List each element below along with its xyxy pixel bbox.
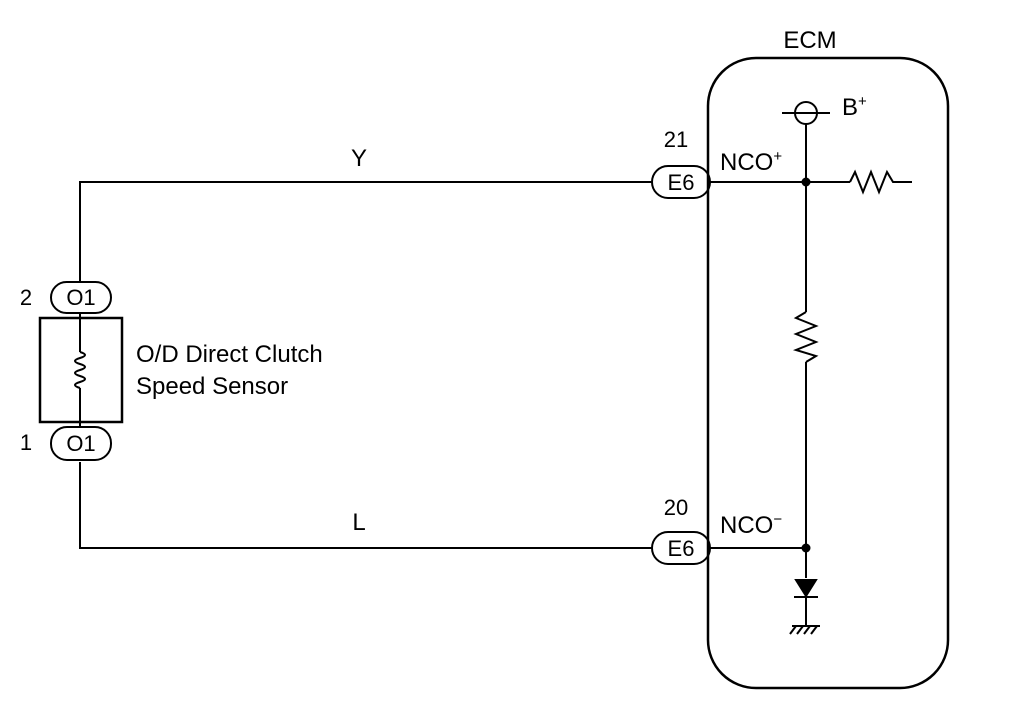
wire-lower-color-label: L (352, 509, 365, 536)
sensor-connector-pin-1: O1 (50, 426, 112, 461)
diode-icon (794, 579, 818, 626)
junction-dot-top (801, 177, 811, 187)
nco-minus-label: NCO− (720, 511, 782, 539)
wire-lower (79, 462, 652, 549)
nco-plus-label: NCO+ (720, 148, 782, 176)
ecm-connector-pin-20-label: E6 (668, 536, 695, 561)
b-plus-label: B+ (842, 93, 867, 121)
sensor-pin-2-number: 2 (20, 285, 32, 310)
b-plus-sign: + (858, 93, 867, 110)
nco-plus-sign: + (773, 148, 782, 165)
sensor-connector-pin-2: O1 (50, 281, 112, 314)
sensor-connector-pin-2-label: O1 (66, 285, 95, 310)
ecm-title: ECM (783, 27, 836, 54)
ground-icon (789, 625, 820, 635)
ecm-connector-pin-21-label: E6 (668, 170, 695, 195)
ecm-pin-21-number: 21 (664, 127, 688, 152)
resistor-vertical-icon (792, 311, 819, 363)
junction-dot-bottom (801, 543, 811, 553)
ecm-connector-pin-20: E6 (651, 531, 711, 565)
ecm-connector-pin-21: E6 (651, 165, 711, 199)
wire-upper (79, 181, 652, 282)
sensor-label-line2: Speed Sensor (136, 373, 288, 400)
sensor-connector-pin-1-label: O1 (66, 431, 95, 456)
nco-plus-name: NCO (720, 149, 773, 176)
sensor-pin-1-number: 1 (20, 430, 32, 455)
nco-minus-sign: − (773, 511, 782, 528)
sensor-label-line1: O/D Direct Clutch (136, 341, 323, 368)
sensor-coil-icon (74, 351, 86, 389)
b-plus-base: B (842, 94, 858, 121)
ecm-box (706, 56, 950, 690)
b-plus-terminal-icon (782, 101, 830, 125)
nco-minus-name: NCO (720, 512, 773, 539)
resistor-horizontal-icon (849, 169, 912, 195)
wire-upper-color-label: Y (351, 145, 367, 172)
ecm-pin-20-number: 20 (664, 495, 688, 520)
